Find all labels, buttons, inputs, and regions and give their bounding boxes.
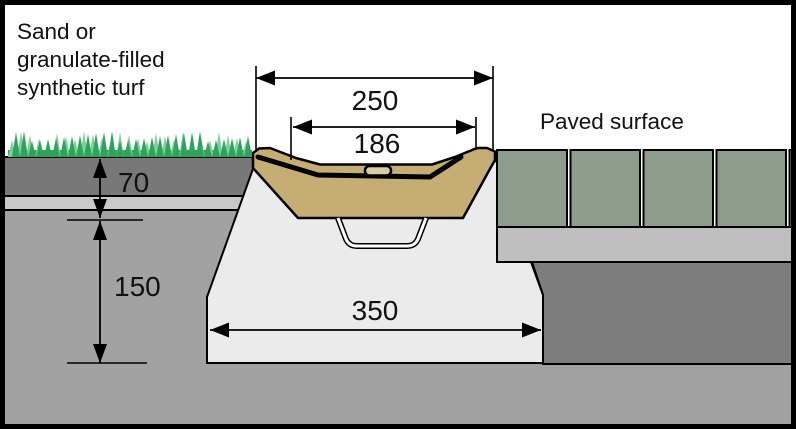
paved-surface-label: Paved surface [540, 109, 684, 134]
subgrade-block [530, 261, 794, 365]
drainage-slot [363, 164, 393, 177]
dimension-value: 250 [352, 85, 399, 116]
channel-insert [335, 216, 429, 249]
arrowhead-left [256, 70, 275, 86]
paver-block [569, 149, 641, 228]
grass [8, 131, 252, 157]
dimension-value: 150 [114, 271, 161, 302]
dimension-value: 186 [354, 128, 401, 159]
dimension-foundation-width: 350 [210, 295, 541, 338]
paver-block [496, 149, 568, 228]
arrowhead-right [474, 70, 493, 86]
turf-label-line1: Sand or [17, 19, 96, 44]
arrowhead-right [522, 322, 541, 338]
drainage-channel-body [251, 146, 497, 220]
arrowhead-down [93, 344, 107, 363]
channel-insert-core [336, 217, 428, 248]
dimension-turf-layer-depth: 70 [93, 159, 149, 218]
turf-label-line3: synthetic turf [17, 75, 145, 100]
dimension-value: 70 [118, 167, 149, 198]
dimension-channel-top-width: 250 [255, 66, 494, 151]
arrowhead-up [93, 159, 107, 178]
arrowhead-up [93, 221, 107, 240]
paver-bedding-layer [496, 226, 794, 263]
arrowhead-left [293, 119, 312, 135]
arrowhead-down [93, 199, 107, 218]
dimension-grate-width: 186 [290, 117, 477, 160]
arrowhead-right [456, 119, 475, 135]
dimension-value: 350 [352, 295, 399, 326]
leveling-layer [0, 195, 251, 211]
paver-block [715, 149, 787, 228]
arrowhead-left [210, 322, 229, 338]
paver-block [642, 149, 714, 228]
paved-surface-blocks [496, 149, 796, 228]
dimension-foundation-depth: 150 [67, 219, 161, 364]
turf-label: Sand or granulate-filled synthetic turf [17, 19, 165, 100]
turf-label-line2: granulate-filled [17, 47, 165, 72]
